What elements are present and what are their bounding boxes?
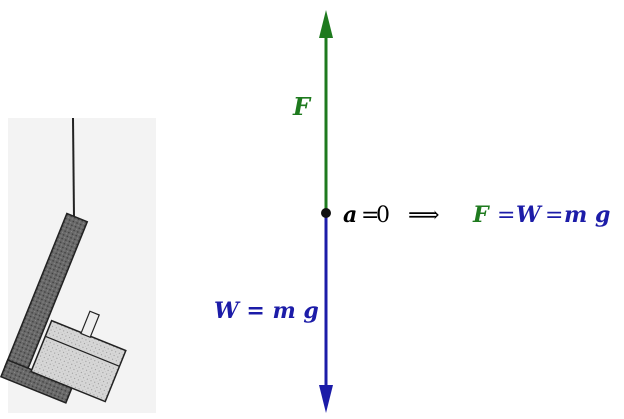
eq-equals-3: = <box>545 203 563 228</box>
point-mass-dot <box>321 208 331 218</box>
weight-arrow <box>319 213 333 413</box>
force-arrowhead <box>319 10 333 38</box>
eq-equals-1: = <box>361 203 379 228</box>
eq-zero: 0 <box>376 203 390 228</box>
block-pin <box>80 310 100 339</box>
eq-mass-gravity: m g <box>564 202 610 228</box>
eq-acceleration: a <box>343 202 357 228</box>
eq-implies: ⟹ <box>408 203 440 228</box>
force-label: F <box>292 92 312 121</box>
eq-weight: W <box>516 202 543 228</box>
weight-arrowhead <box>319 385 333 413</box>
hanging-string <box>72 117 75 219</box>
tilted-bracket <box>0 212 127 404</box>
weight-label: W = m g <box>214 298 319 324</box>
eq-equals-2: = <box>497 203 515 228</box>
eq-force: F <box>472 202 490 228</box>
force-arrow <box>319 10 333 213</box>
equilibrium-equation: a = 0 ⟹ F = W = m g <box>343 202 610 228</box>
hanging-object-illustration <box>0 117 156 413</box>
